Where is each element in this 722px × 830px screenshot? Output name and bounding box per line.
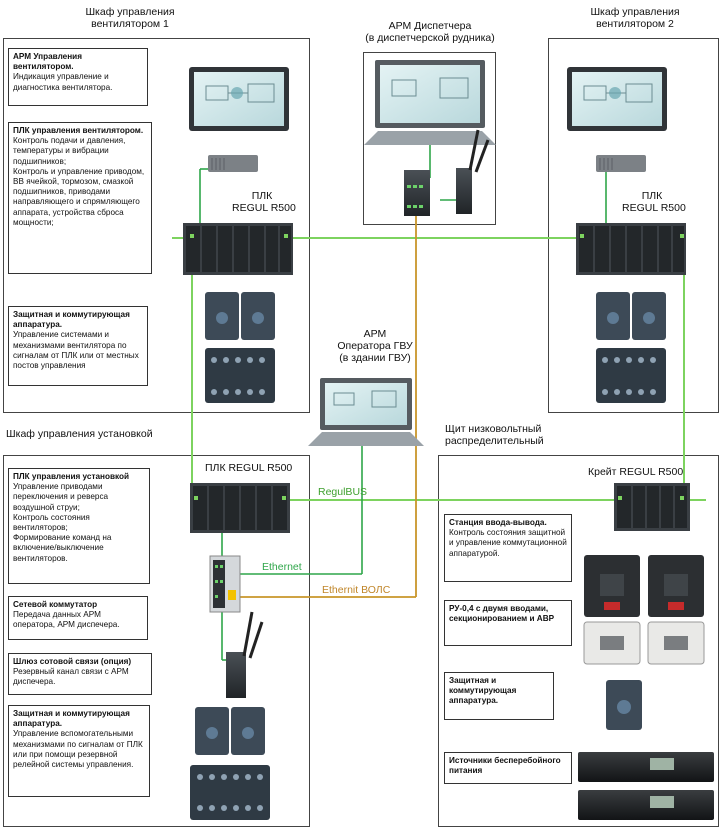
note-arm-fan: АРМ Управления вентилятором. Индикация у… <box>8 48 148 106</box>
panel-title-fan2: Шкаф управления вентилятором 2 <box>590 6 680 30</box>
panel-title-operator: АРМ Оператора ГВУ (в здании ГВУ) <box>337 328 413 364</box>
industrial-pc-fan2 <box>596 155 646 172</box>
note-ru04-title: РУ-0,4 с двумя вводами, секционированием… <box>449 604 555 624</box>
note-io-station-body: Контроль состояния защитной и управление… <box>449 528 567 558</box>
plc-label-fan1: ПЛК REGUL R500 <box>232 190 296 214</box>
note-io-station: Станция ввода-вывода. Контроль состояния… <box>444 514 572 582</box>
hmi-panel-fan2 <box>567 67 667 131</box>
regulbus-label: RegulBUS <box>318 486 368 498</box>
note-prot-fan: Защитная и коммутирующая аппаратура. Упр… <box>8 306 148 386</box>
ethernet-label: Ethernet <box>262 561 302 573</box>
note-prot-install-body: Управление вспомогательными механизмами … <box>13 729 143 770</box>
note-prot-lv-title: Защитная и коммутирующая аппаратура. <box>449 676 517 706</box>
note-prot-fan-title: Защитная и коммутирующая аппаратура. <box>13 310 130 330</box>
contactors <box>583 621 705 665</box>
note-plc-fan: ПЛК управления вентилятором. Контроль по… <box>8 122 152 274</box>
note-plc-install-body: Управление приводами переключения и реве… <box>13 482 112 563</box>
switchgear-fan1 <box>205 292 275 403</box>
note-arm-fan-body: Индикация управление и диагностика венти… <box>13 72 113 92</box>
note-prot-install-title: Защитная и коммутирующая аппаратура. <box>13 709 130 729</box>
plc-rack-fan2 <box>576 223 686 275</box>
note-switch: Сетевой коммутатор Передача данных АРМ о… <box>8 596 148 640</box>
note-ru04: РУ-0,4 с двумя вводами, секционированием… <box>444 600 572 646</box>
motor-protector-lv <box>606 680 642 730</box>
note-ups: Источники бесперебойного питания <box>444 752 572 784</box>
note-prot-fan-body: Управление системами и механизмами венти… <box>13 330 139 371</box>
note-prot-lv: Защитная и коммутирующая аппаратура. <box>444 672 554 720</box>
note-plc-install-title: ПЛК управления установкой <box>13 472 130 481</box>
panel-title-dispatcher: АРМ Диспетчера (в диспетчерской рудника) <box>365 20 495 44</box>
operator-workstation <box>308 378 424 446</box>
fiber-links <box>236 215 417 598</box>
cellular-gateway <box>222 611 264 698</box>
ups-units <box>578 752 714 820</box>
note-plc-fan-title: ПЛК управления вентилятором. <box>13 126 144 135</box>
panel-title-fan1: Шкаф управления вентилятором 1 <box>85 6 175 30</box>
dispatcher-workstation <box>364 60 496 216</box>
note-ups-title: Источники бесперебойного питания <box>449 756 561 776</box>
note-plc-install: ПЛК управления установкой Управление при… <box>8 468 150 584</box>
network-switch <box>209 555 241 613</box>
hmi-panel-fan1 <box>189 67 289 131</box>
plc-label-install: ПЛК REGUL R500 <box>205 462 293 474</box>
circuit-breakers <box>584 555 704 617</box>
note-switch-title: Сетевой коммутатор <box>13 600 98 609</box>
plc-crate-lv <box>614 483 690 531</box>
plc-rack-fan1 <box>183 223 293 275</box>
plc-label-crate: Крейт REGUL R500 <box>588 466 684 478</box>
fiber-label: Ethernit ВОЛС <box>322 584 391 596</box>
industrial-pc-fan1 <box>208 155 258 172</box>
regulbus-links <box>172 237 706 501</box>
note-gateway-title: Шлюз сотовой связи (опция) <box>13 657 132 666</box>
panel-title-lv-board: Щит низковольтный распределительный <box>445 423 544 447</box>
plc-label-fan2: ПЛК REGUL R500 <box>622 190 686 214</box>
switchgear-install <box>190 707 270 820</box>
note-gateway: Шлюз сотовой связи (опция) Резервный кан… <box>8 653 152 695</box>
note-gateway-body: Резервный канал связи с АРМ диспечера. <box>13 667 129 687</box>
switchgear-fan2 <box>596 292 666 403</box>
note-switch-body: Передача данных АРМ оператора, АРМ диспе… <box>13 610 120 630</box>
panel-title-install: Шкаф управления установкой <box>6 428 153 440</box>
note-arm-fan-title: АРМ Управления вентилятором. <box>13 52 82 72</box>
note-io-station-title: Станция ввода-вывода. <box>449 518 547 527</box>
note-prot-install: Защитная и коммутирующая аппаратура. Упр… <box>8 705 150 797</box>
plc-rack-install <box>190 483 290 533</box>
note-plc-fan-body: Контроль подачи и давления, температуры … <box>13 136 145 227</box>
